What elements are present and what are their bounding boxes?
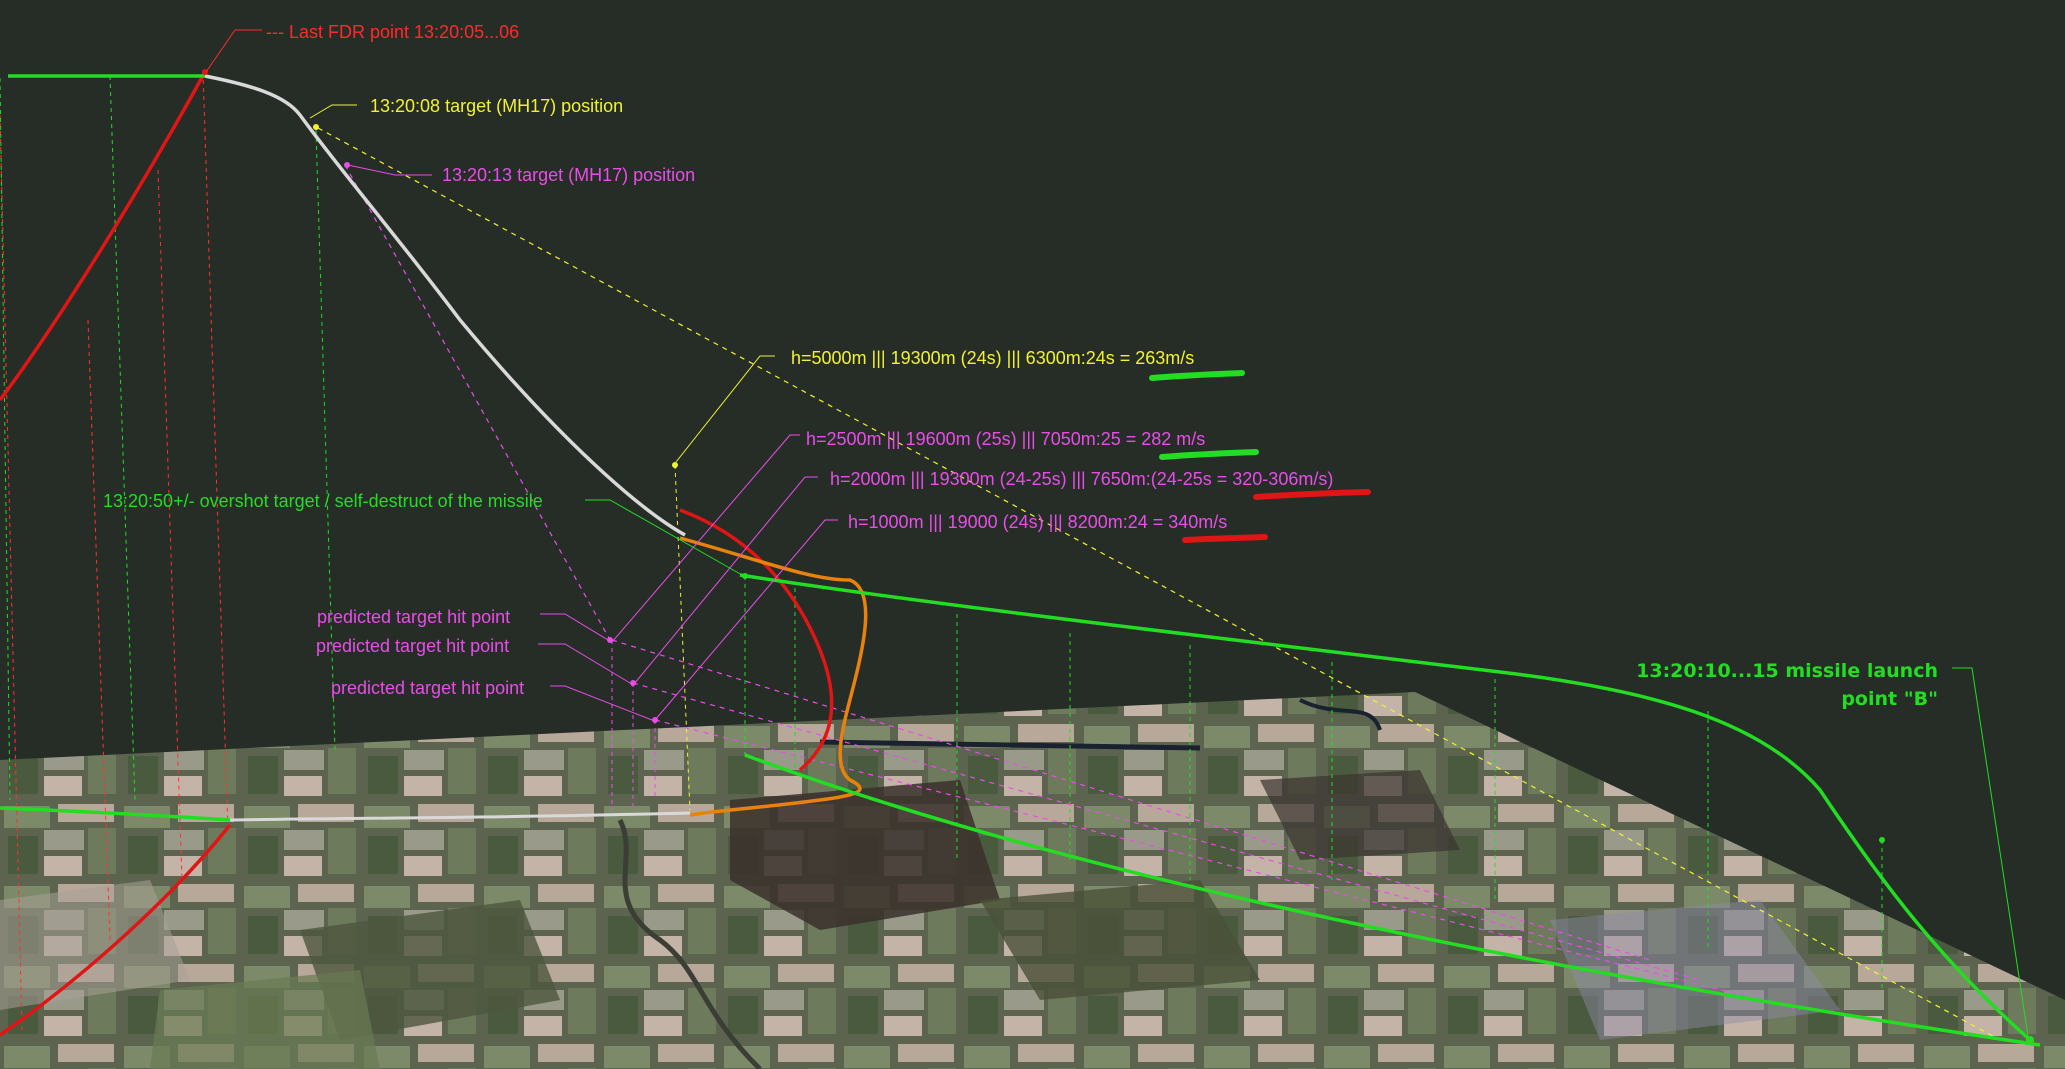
alt-track [679,536,868,817]
mh17-track [204,74,691,822]
drop-lines [0,71,1883,1031]
label-hit-point-1: predicted target hit point [317,607,510,627]
label-calc-1000: h=1000m ||| 19000 (24s) ||| 8200m:24 = 3… [848,512,1227,532]
label-calc-2000: h=2000m ||| 19300m (24-25s) ||| 7650m:(2… [830,469,1333,489]
terrain-features [0,698,1840,1069]
label-launch-line2: point "B" [1841,688,1938,710]
terrain-plane [0,692,2065,1069]
label-launch-line1: 13:20:10...15 missile launch [1636,660,1938,682]
sight-lines [317,127,2001,1041]
label-target-0808: 13:20:08 target (MH17) position [370,96,623,116]
annotation-labels: --- Last FDR point 13:20:05...06 13:20:0… [103,22,1938,710]
label-last-fdr: --- Last FDR point 13:20:05...06 [266,22,519,42]
underline-marks [1149,370,1371,543]
label-hit-point-2: predicted target hit point [316,636,509,656]
fdr-track [0,71,834,1037]
leader-lines [205,29,2029,1037]
label-calc-2500: h=2500m ||| 19600m (25s) ||| 7050m:25 = … [806,429,1205,449]
label-hit-point-3: predicted target hit point [331,678,524,698]
label-calc-5000: h=5000m ||| 19300m (24s) ||| 6300m:24s =… [791,348,1194,368]
label-target-1313: 13:20:13 target (MH17) position [442,165,695,185]
label-overshot: 13:20:50+/- overshot target / self-destr… [103,491,543,511]
missile-track [0,74,2041,1047]
